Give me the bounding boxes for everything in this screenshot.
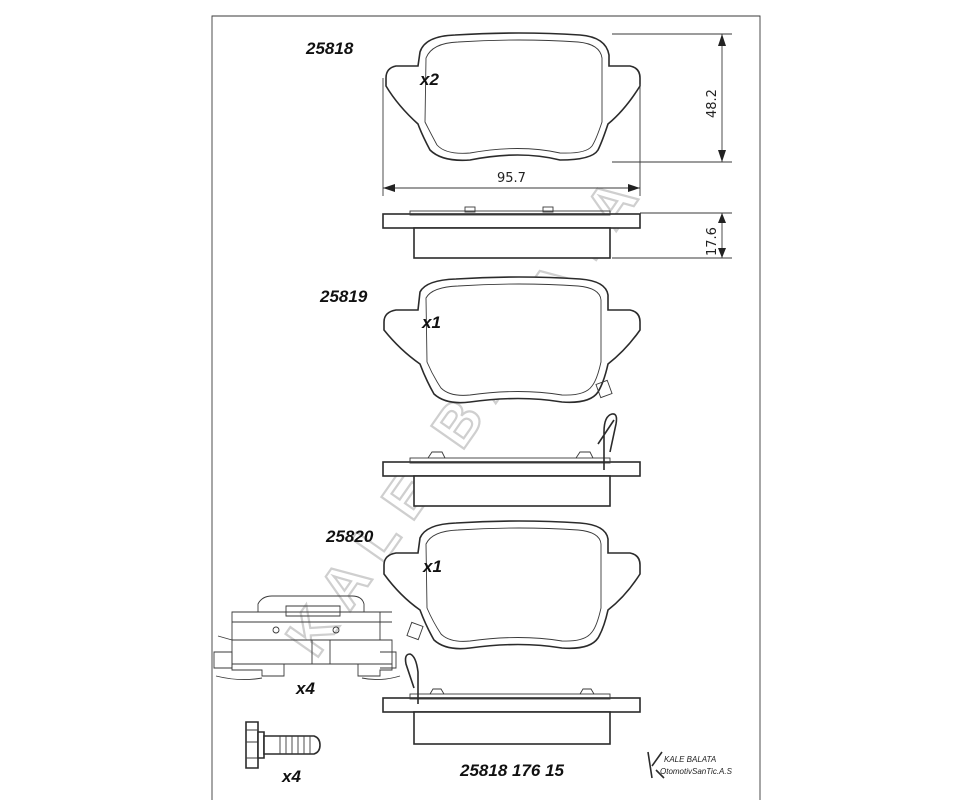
anti-rattle-clip-drawing [213,595,401,681]
height-dimension-label: 48.2 [705,89,720,118]
brand-logo-mark [647,751,665,779]
bolt-quantity: x4 [281,767,301,786]
part-number-25820: 25820 [325,527,374,546]
quantity-25820: x1 [422,557,442,576]
height-dimension [612,33,732,163]
guide-bolt-drawing [245,721,321,769]
brand-company: OtomotivSanTic.A.S [660,767,733,776]
pad-25819-front-view [383,276,641,404]
set-code: 25818 176 15 [459,761,565,780]
quantity-25818: x2 [419,70,439,89]
pad-25819-side-view [382,413,641,507]
width-dimension [382,78,641,196]
brand-name: KALE BALATA [664,755,716,764]
width-dimension-label: 95.7 [497,171,526,186]
quantity-25819: x1 [421,313,441,332]
brand-logo [647,751,665,779]
clip-quantity: x4 [295,679,315,698]
sheet-border [211,15,761,800]
pad-25818-front-view [385,32,641,162]
thickness-dimension [612,212,732,259]
pad-25820-side-view [382,653,641,745]
pad-25818-side-view [382,206,641,259]
pad-25820-front-view [383,520,641,650]
thickness-dimension-label: 17.6 [705,227,720,256]
part-number-25818: 25818 [305,39,354,58]
part-number-25819: 25819 [319,287,368,306]
